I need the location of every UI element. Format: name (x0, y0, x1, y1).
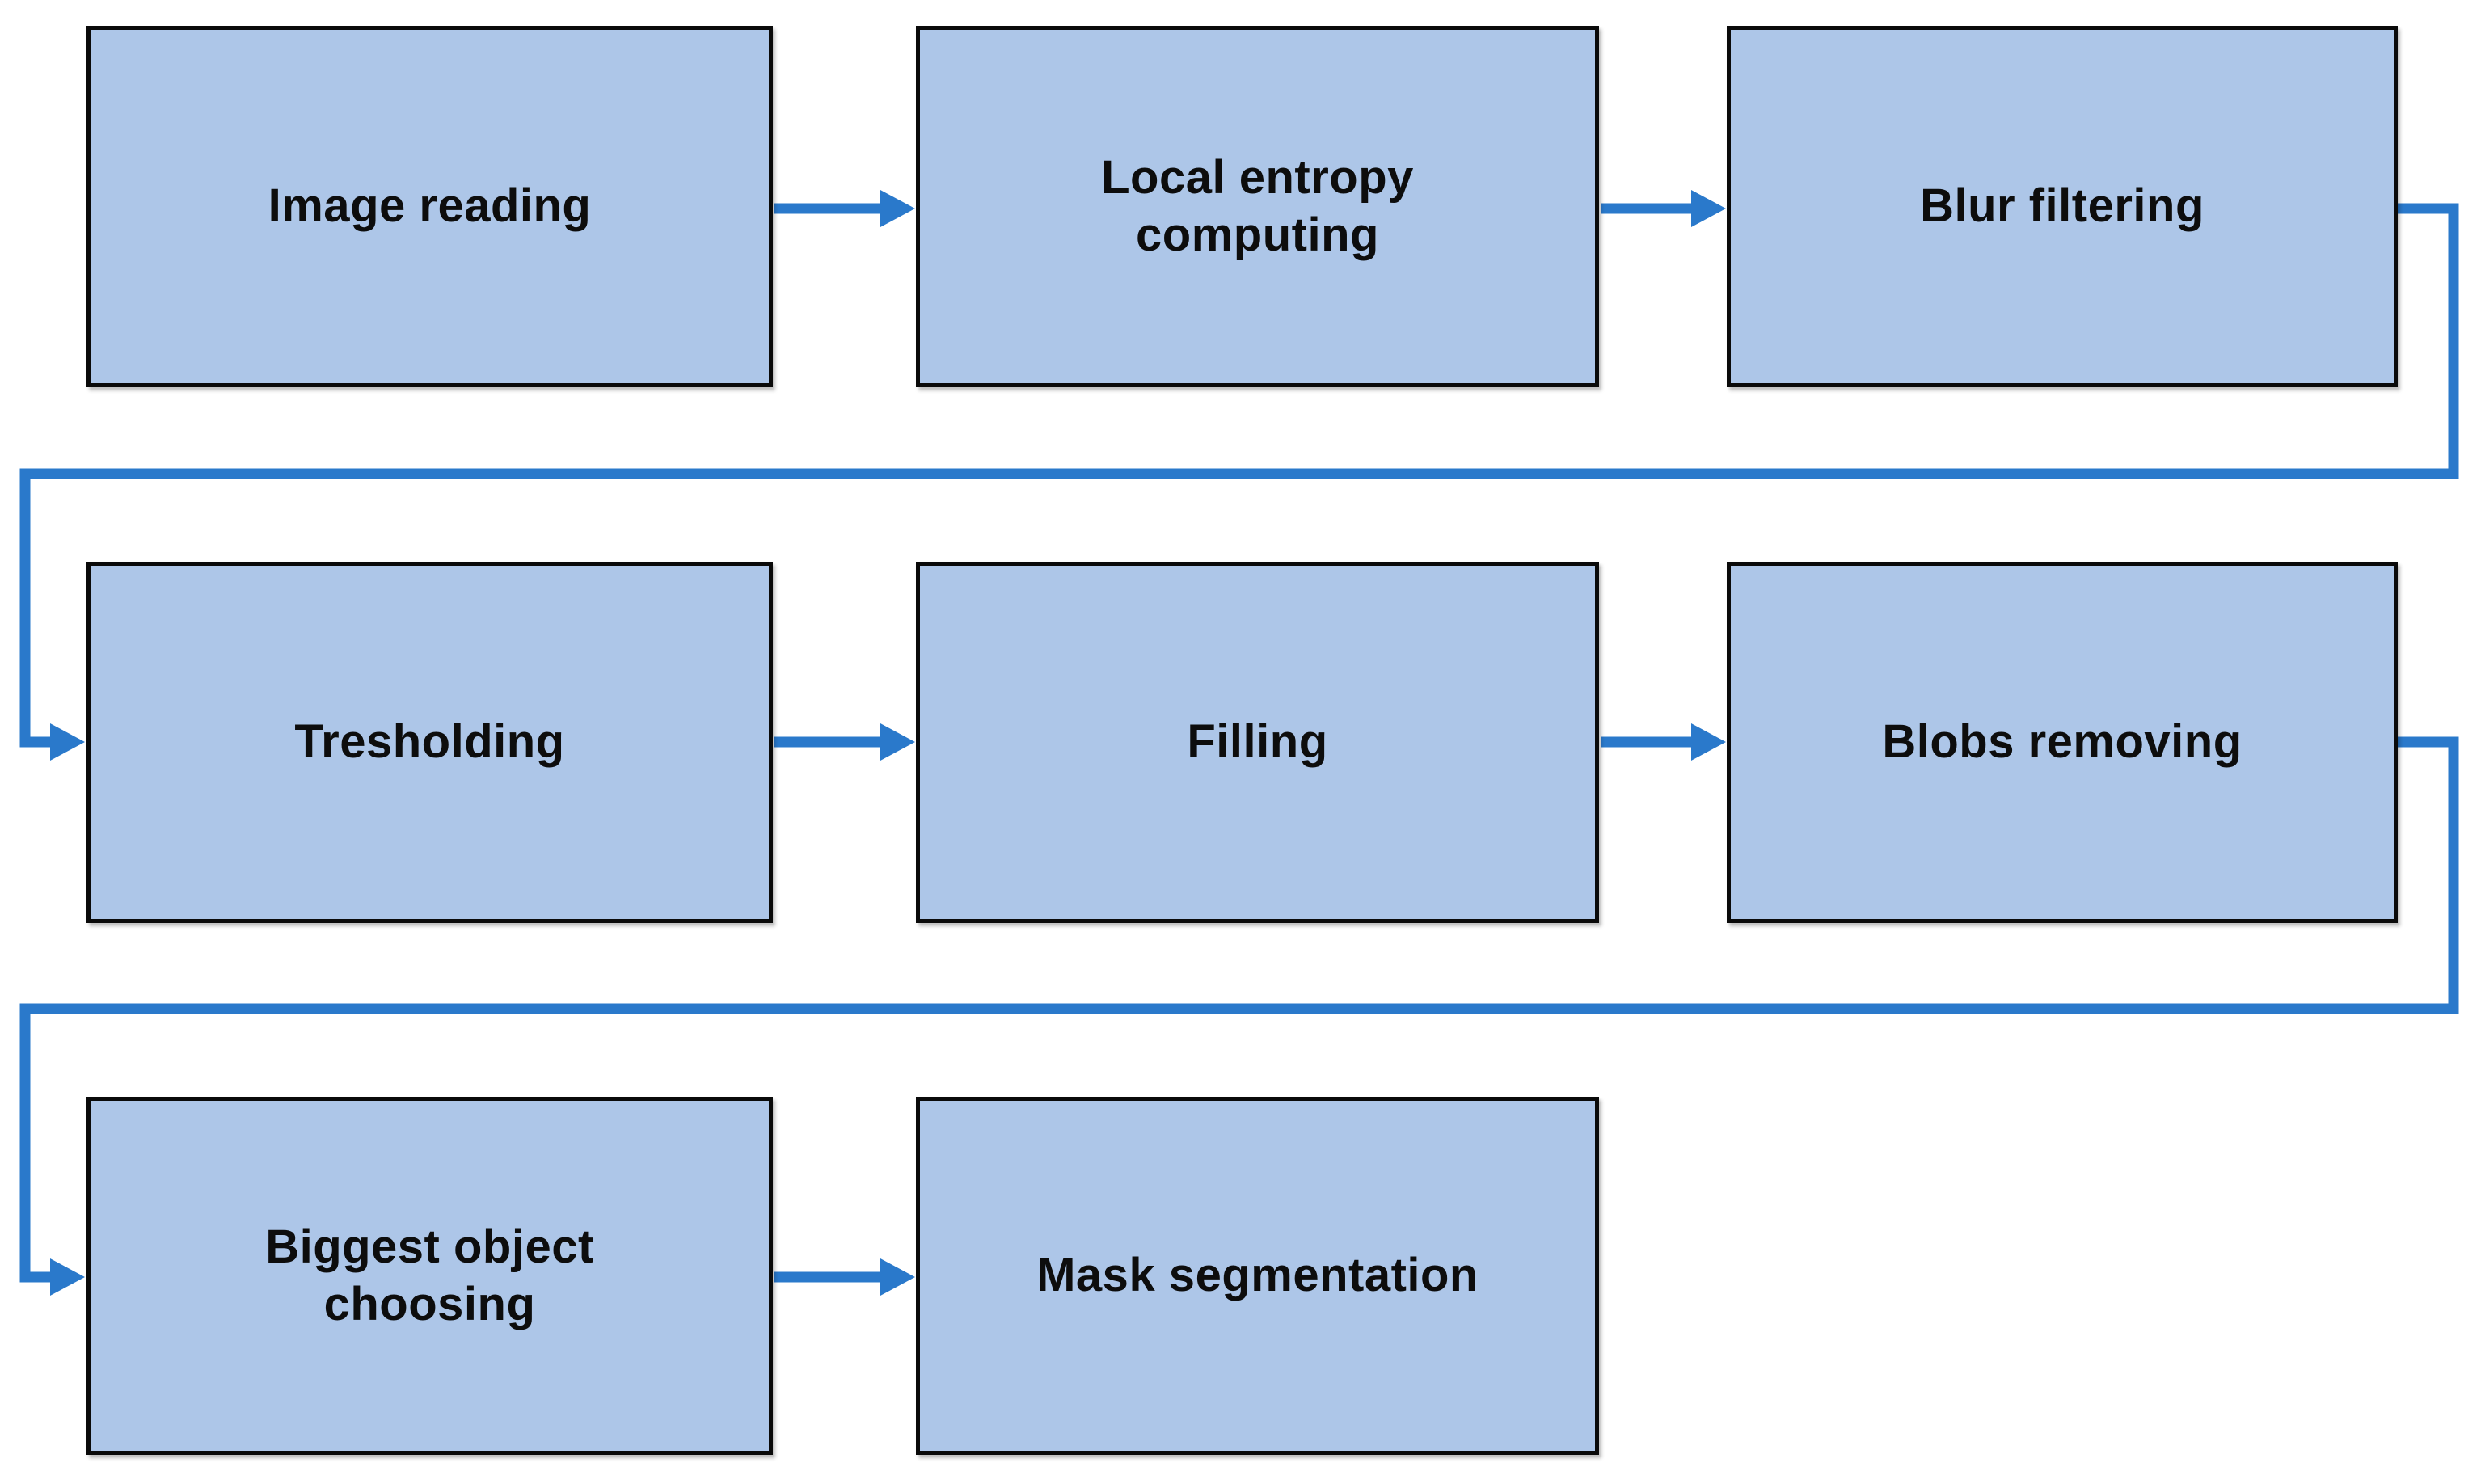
node-blur-filtering: Blur filtering (1727, 26, 2398, 387)
node-filling: Filling (916, 562, 1599, 923)
node-mask-segmentation-label: Mask segmentation (1036, 1249, 1479, 1302)
node-blobs-removing: Blobs removing (1727, 562, 2398, 923)
node-biggest-object-choosing: Biggest object choosing (86, 1097, 773, 1455)
node-image-reading: Image reading (86, 26, 773, 387)
arrow-image-reading-to-local-entropy (774, 190, 915, 227)
node-tresholding-label: Tresholding (294, 715, 565, 769)
arrow-tresholding-to-filling (774, 723, 915, 761)
arrow-biggest-object-to-mask-segmentation (774, 1258, 915, 1296)
connector-blur-filtering-to-tresholding (19, 203, 2459, 761)
node-mask-segmentation: Mask segmentation (916, 1097, 1599, 1455)
node-tresholding: Tresholding (86, 562, 773, 923)
node-image-reading-label: Image reading (268, 179, 592, 233)
node-local-entropy-computing-label: Local entropy computing (1101, 150, 1414, 261)
connector-blobs-removing-to-biggest-object (19, 736, 2459, 1296)
arrow-filling-to-blobs-removing (1601, 723, 1726, 761)
node-blur-filtering-label: Blur filtering (1920, 179, 2205, 233)
node-local-entropy-computing: Local entropy computing (916, 26, 1599, 387)
node-blobs-removing-label: Blobs removing (1882, 715, 2243, 769)
arrow-local-entropy-to-blur-filtering (1601, 190, 1726, 227)
node-biggest-object-choosing-label: Biggest object choosing (265, 1220, 594, 1330)
node-filling-label: Filling (1187, 715, 1328, 769)
